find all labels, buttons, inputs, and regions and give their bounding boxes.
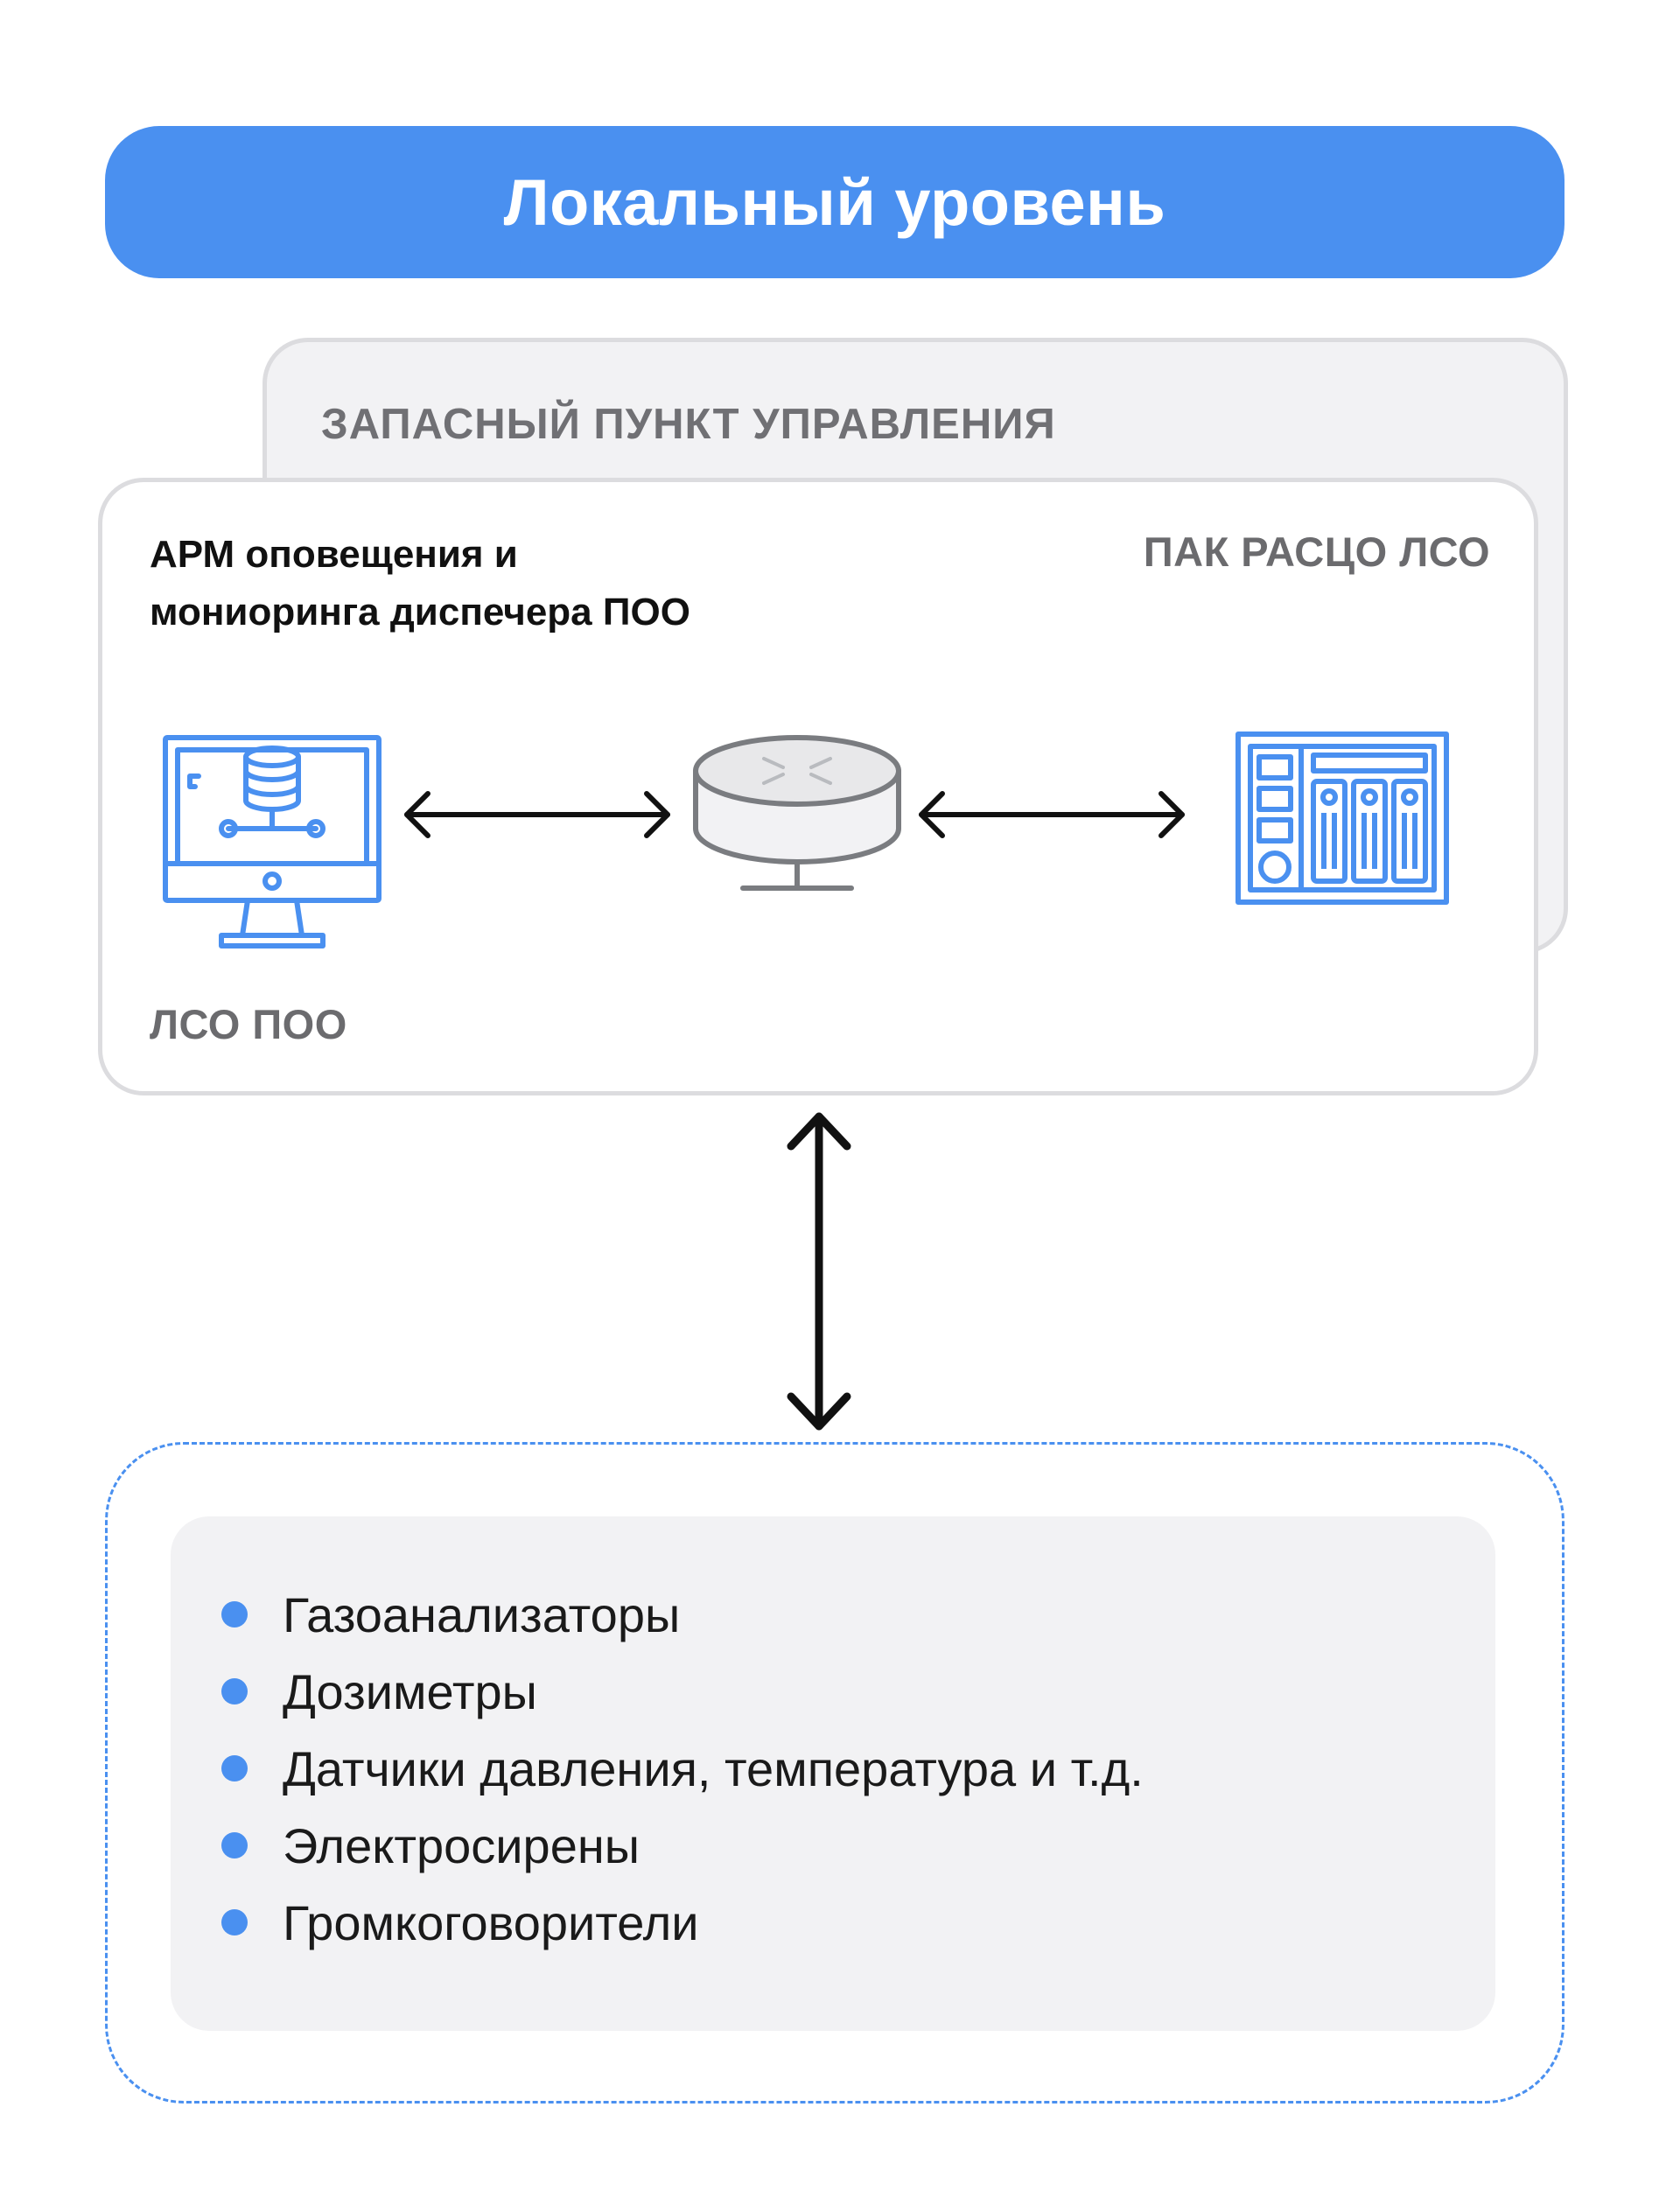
device-label: Датчики давления, температура и т.д. [283,1740,1144,1796]
bullet-icon [221,1832,248,1858]
device-label: Электросирены [283,1817,640,1873]
level-title: Локальный уровень [503,165,1166,239]
arm-label: АРМ оповещения и мониоринга диспечера ПО… [150,526,937,641]
pak-label: ПАК РАСЦО ЛСО [1143,528,1490,575]
list-item: Газоанализаторы [221,1576,1144,1653]
double-arrow-right-icon [919,791,1185,838]
lso-label: ЛСО ПОО [150,1001,347,1047]
arm-label-line-1: АРМ оповещения и [150,533,518,576]
backup-panel-title: ЗАПАСНЫЙ ПУНКТ УПРАВЛЕНИЯ [321,401,1056,448]
device-label: Громкоговорители [283,1894,699,1950]
list-item: Громкоговорители [221,1884,1144,1961]
router-icon [693,735,901,891]
arm-label-line-2: мониоринга диспечера ПОО [150,591,690,634]
list-item: Электросирены [221,1807,1144,1884]
devices-frame: Газоанализаторы Дозиметры Датчики давлен… [105,1442,1564,2104]
bullet-icon [221,1678,248,1704]
server-storage-icon [1236,732,1449,905]
devices-panel: Газоанализаторы Дозиметры Датчики давлен… [171,1516,1495,2031]
local-system-panel: АРМ оповещения и мониоринга диспечера ПО… [98,478,1538,1096]
computer-database-icon [163,735,382,948]
device-label: Газоанализаторы [283,1586,681,1642]
double-arrow-vertical-icon [787,1112,851,1431]
bullet-icon [221,1755,248,1782]
device-label: Дозиметры [283,1663,537,1719]
double-arrow-left-icon [404,791,670,838]
bullet-icon [221,1601,248,1628]
device-list: Газоанализаторы Дозиметры Датчики давлен… [221,1576,1144,1961]
bullet-icon [221,1909,248,1936]
list-item: Датчики давления, температура и т.д. [221,1730,1144,1807]
level-header: Локальный уровень [105,126,1564,278]
list-item: Дозиметры [221,1653,1144,1730]
